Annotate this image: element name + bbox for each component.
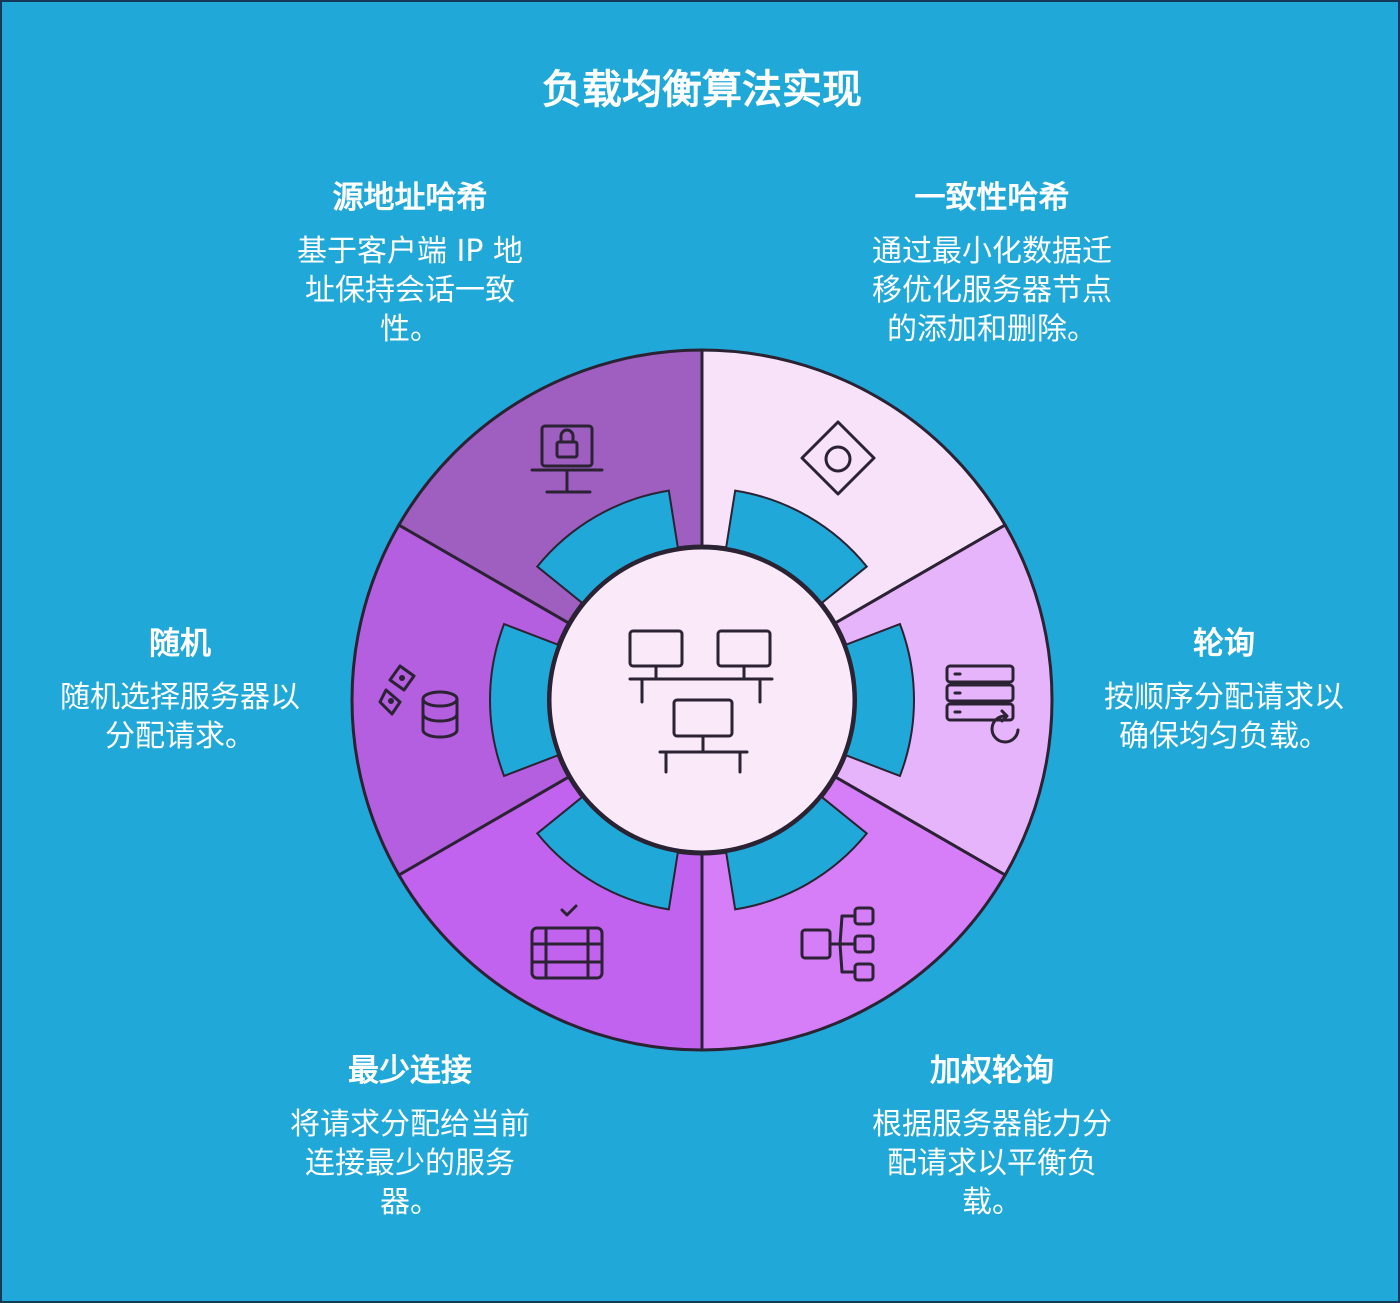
label-description: 根据服务器能力分 配请求以平衡负 载。 xyxy=(842,1105,1142,1222)
description-line: 移优化服务器节点 xyxy=(872,273,1112,308)
description-line: 根据服务器能力分 xyxy=(872,1107,1112,1142)
description-line: 通过最小化数据迁 xyxy=(872,234,1112,269)
label-least-connections: 最少连接 将请求分配给当前 连接最少的服务 器。 xyxy=(260,1051,560,1222)
label-title: 加权轮询 xyxy=(930,1053,1054,1089)
wheel-gap xyxy=(724,489,869,605)
dice-database-icon xyxy=(378,664,459,739)
description-line: 按顺序分配请求以 xyxy=(1104,680,1344,715)
description-line: 随机选择服务器以 xyxy=(60,680,300,715)
wheel-gap xyxy=(535,489,680,605)
description-line: 性。 xyxy=(380,312,440,347)
wheel-gap xyxy=(724,795,869,911)
page-title: 负载均衡算法实现 xyxy=(542,67,862,113)
label-title: 源地址哈希 xyxy=(332,180,488,216)
label-random: 随机 随机选择服务器以 分配请求。 xyxy=(30,624,330,756)
label-description: 通过最小化数据迁 移优化服务器节点 的添加和删除。 xyxy=(842,232,1142,349)
description-line: 址保持会话一致 xyxy=(305,273,515,308)
label-weighted-round-robin: 加权轮询 根据服务器能力分 配请求以平衡负 载。 xyxy=(842,1051,1142,1222)
network-servers-icon xyxy=(628,629,774,774)
wheel-gap xyxy=(489,622,560,778)
label-description: 基于客户端 IP 地 址保持会话一致 性。 xyxy=(260,232,560,349)
description-line: 载。 xyxy=(962,1185,1022,1220)
hash-ring-icon xyxy=(800,420,876,496)
label-description: 将请求分配给当前 连接最少的服务 器。 xyxy=(260,1105,560,1222)
label-consistent-hash: 一致性哈希 通过最小化数据迁 移优化服务器节点 的添加和删除。 xyxy=(842,178,1142,349)
label-description: 随机选择服务器以 分配请求。 xyxy=(30,678,330,756)
description-line: 分配请求。 xyxy=(105,719,255,754)
label-title: 最少连接 xyxy=(348,1053,472,1089)
wheel-gap xyxy=(535,795,680,911)
database-check-icon xyxy=(530,904,604,980)
description-line: 确保均匀负载。 xyxy=(1119,719,1329,754)
description-line: 配请求以平衡负 xyxy=(887,1146,1097,1181)
description-line: 将请求分配给当前 xyxy=(290,1107,530,1142)
label-source-hash: 源地址哈希 基于客户端 IP 地 址保持会话一致 性。 xyxy=(260,178,560,349)
hierarchy-icon xyxy=(800,906,875,982)
description-line: 的添加和删除。 xyxy=(887,312,1097,347)
description-line: 连接最少的服务 xyxy=(305,1146,515,1181)
description-line: 基于客户端 IP 地 xyxy=(296,234,523,269)
label-description: 按顺序分配请求以 确保均匀负载。 xyxy=(1074,678,1374,756)
label-round-robin: 轮询 按顺序分配请求以 确保均匀负载。 xyxy=(1074,624,1374,756)
description-line: 器。 xyxy=(380,1185,440,1220)
label-title: 轮询 xyxy=(1193,626,1255,662)
wheel-gap xyxy=(844,622,915,778)
laptop-lock-icon xyxy=(530,424,604,494)
label-title: 随机 xyxy=(149,626,211,662)
label-title: 一致性哈希 xyxy=(914,180,1070,216)
server-refresh-icon xyxy=(945,664,1020,744)
